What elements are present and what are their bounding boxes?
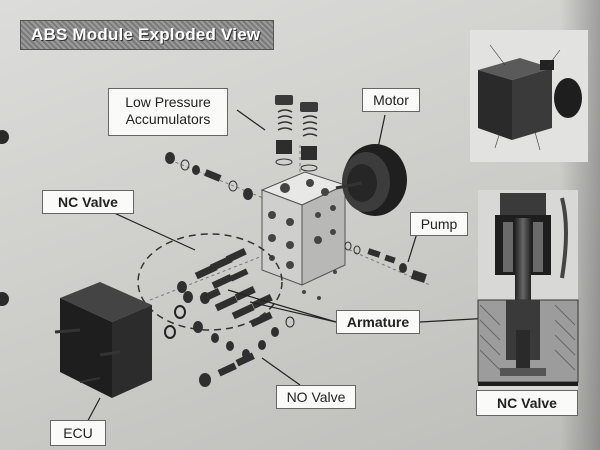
assembled-module-photo (470, 30, 588, 162)
nc-valve-cross-section-label: NC Valve (476, 390, 578, 416)
nc-valve-label: NC Valve (42, 190, 134, 214)
nc-valve-group-outline (137, 233, 283, 331)
binder-hole-bottom (0, 292, 9, 306)
ecu-label: ECU (50, 420, 106, 446)
page-title: ABS Module Exploded View (31, 25, 261, 44)
nc-valve-cross-section (477, 190, 579, 390)
motor-part (335, 144, 407, 216)
armature-label: Armature (336, 310, 420, 334)
no-valve-parts (164, 286, 295, 387)
binder-hole-top (0, 130, 9, 144)
low-pressure-label-line2: Accumulators (125, 111, 211, 127)
motor-label: Motor (362, 88, 420, 112)
screws (302, 270, 337, 300)
upper-left-fittings (165, 152, 253, 200)
accumulator-parts (275, 95, 318, 172)
valve-body-block (260, 171, 347, 286)
pump-parts (344, 241, 427, 283)
nc-valve-parts (174, 248, 249, 319)
low-pressure-accumulators-label: Low Pressure Accumulators (108, 88, 228, 136)
low-pressure-label-line1: Low Pressure (125, 94, 211, 110)
ecu-part (54, 282, 152, 398)
title-tag: ABS Module Exploded View (20, 20, 274, 50)
pump-label: Pump (410, 212, 468, 236)
no-valve-label: NO Valve (276, 385, 356, 409)
